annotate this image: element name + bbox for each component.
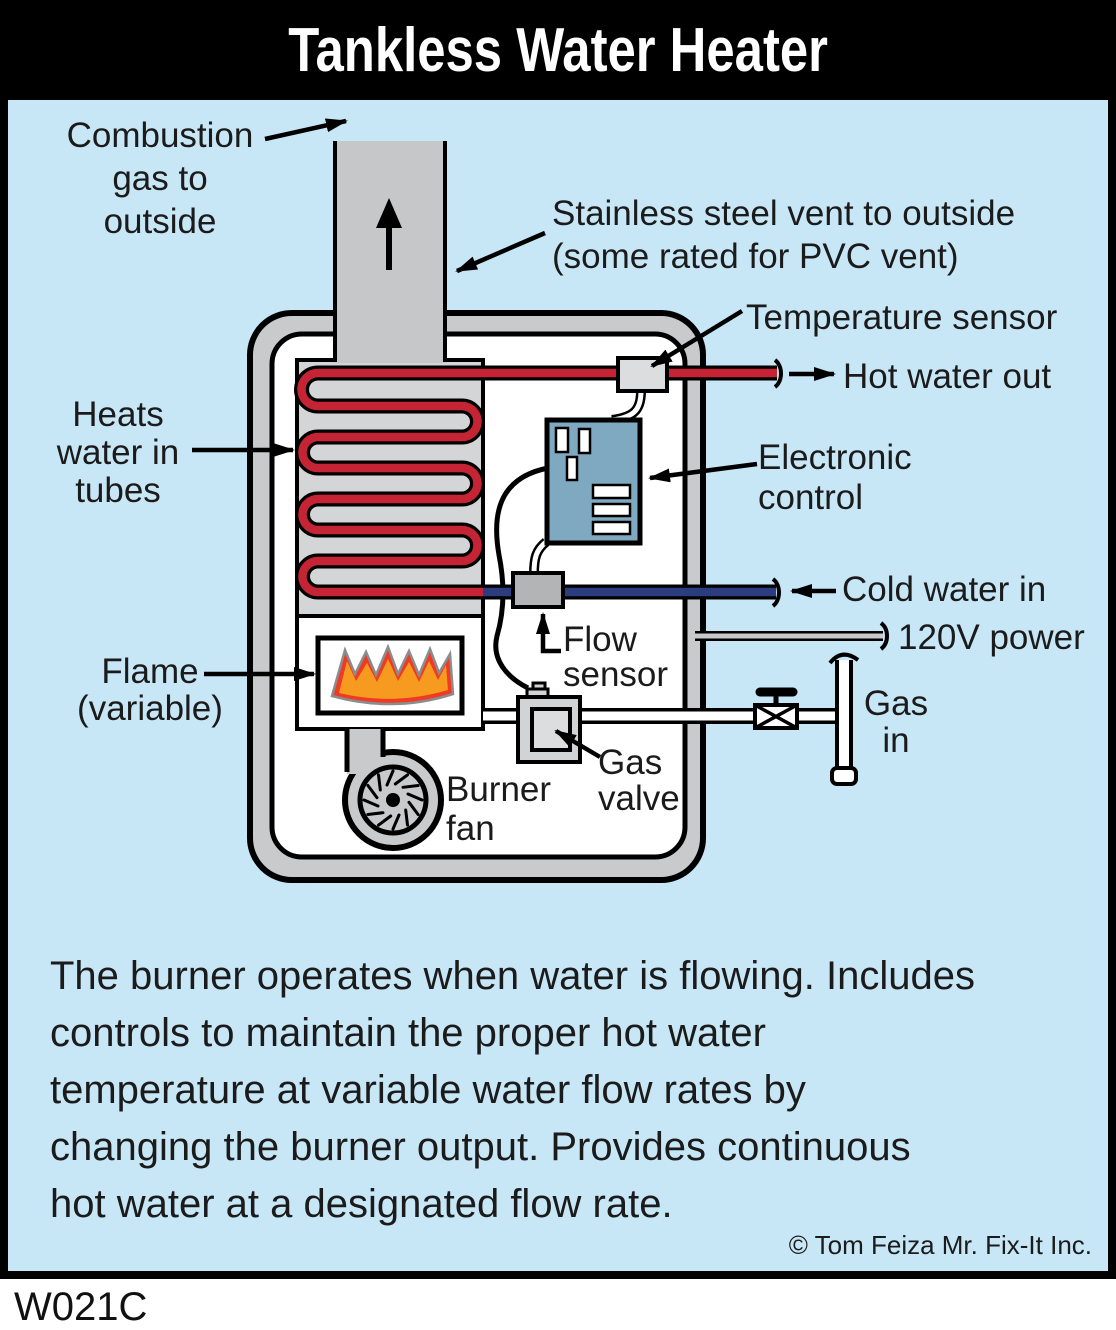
fan-blades-icon: [362, 769, 424, 831]
hot-water-coil: [294, 358, 783, 600]
power-label: 120V power: [898, 618, 1085, 657]
gas-valve-box: [516, 681, 582, 764]
flame-label: Flame (variable): [77, 652, 223, 728]
burner-fan: [342, 729, 444, 851]
flow-sensor-box: [511, 571, 565, 609]
vent-up-arrow-icon: [376, 198, 402, 270]
vent-arrow: [455, 230, 546, 274]
electronic-control-arrow: [648, 461, 758, 483]
temperature-sensor-label: Temperature sensor: [746, 298, 1058, 337]
figure-id: W021C: [14, 1285, 148, 1329]
gas-valve-arrow: [554, 729, 602, 759]
temperature-sensor-arrow: [650, 309, 744, 368]
hot-water-out-label: Hot water out: [843, 357, 1052, 396]
burner-box: [295, 614, 485, 731]
gas-in-label: Gas in: [863, 684, 929, 760]
temperature-sensor-box: [616, 356, 669, 393]
combustion-arrow: [264, 118, 348, 142]
gas-pipe-cap: [830, 766, 858, 786]
gas-shutoff-valve-icon: [753, 687, 799, 730]
flame-icon: [330, 643, 455, 706]
flow-sensor-label: Flow sensor: [563, 620, 669, 694]
gas-pipe-hook: [828, 652, 860, 665]
cold-water-in-label: Cold water in: [842, 570, 1047, 609]
poster-frame: Tankless Water Heater: [0, 0, 1116, 1279]
flow-sensor-arrow: [536, 612, 561, 654]
gas-valve-label: Gas valve: [598, 743, 680, 818]
electronic-control-label: Electronic control: [758, 438, 912, 517]
power-line: [695, 621, 889, 651]
burner-fan-label: Burner fan: [446, 770, 552, 848]
title-band: Tankless Water Heater: [0, 0, 1116, 100]
credit-line: © Tom Feiza Mr. Fix-It Inc.: [788, 1230, 1092, 1260]
leader-arrows: [192, 118, 836, 759]
description-text: The burner operates when water is flowin…: [50, 954, 975, 1226]
vent-label: Stainless steel vent to outside (some ra…: [552, 194, 1016, 276]
heats-water-label: Heats water in tubes: [56, 395, 180, 510]
heat-exchanger: [295, 358, 485, 618]
page-title: Tankless Water Heater: [288, 15, 828, 85]
electronic-control-board: [544, 417, 643, 546]
combustion-label: Combustion gas to outside: [66, 116, 254, 241]
vent-pipe: [333, 141, 447, 363]
